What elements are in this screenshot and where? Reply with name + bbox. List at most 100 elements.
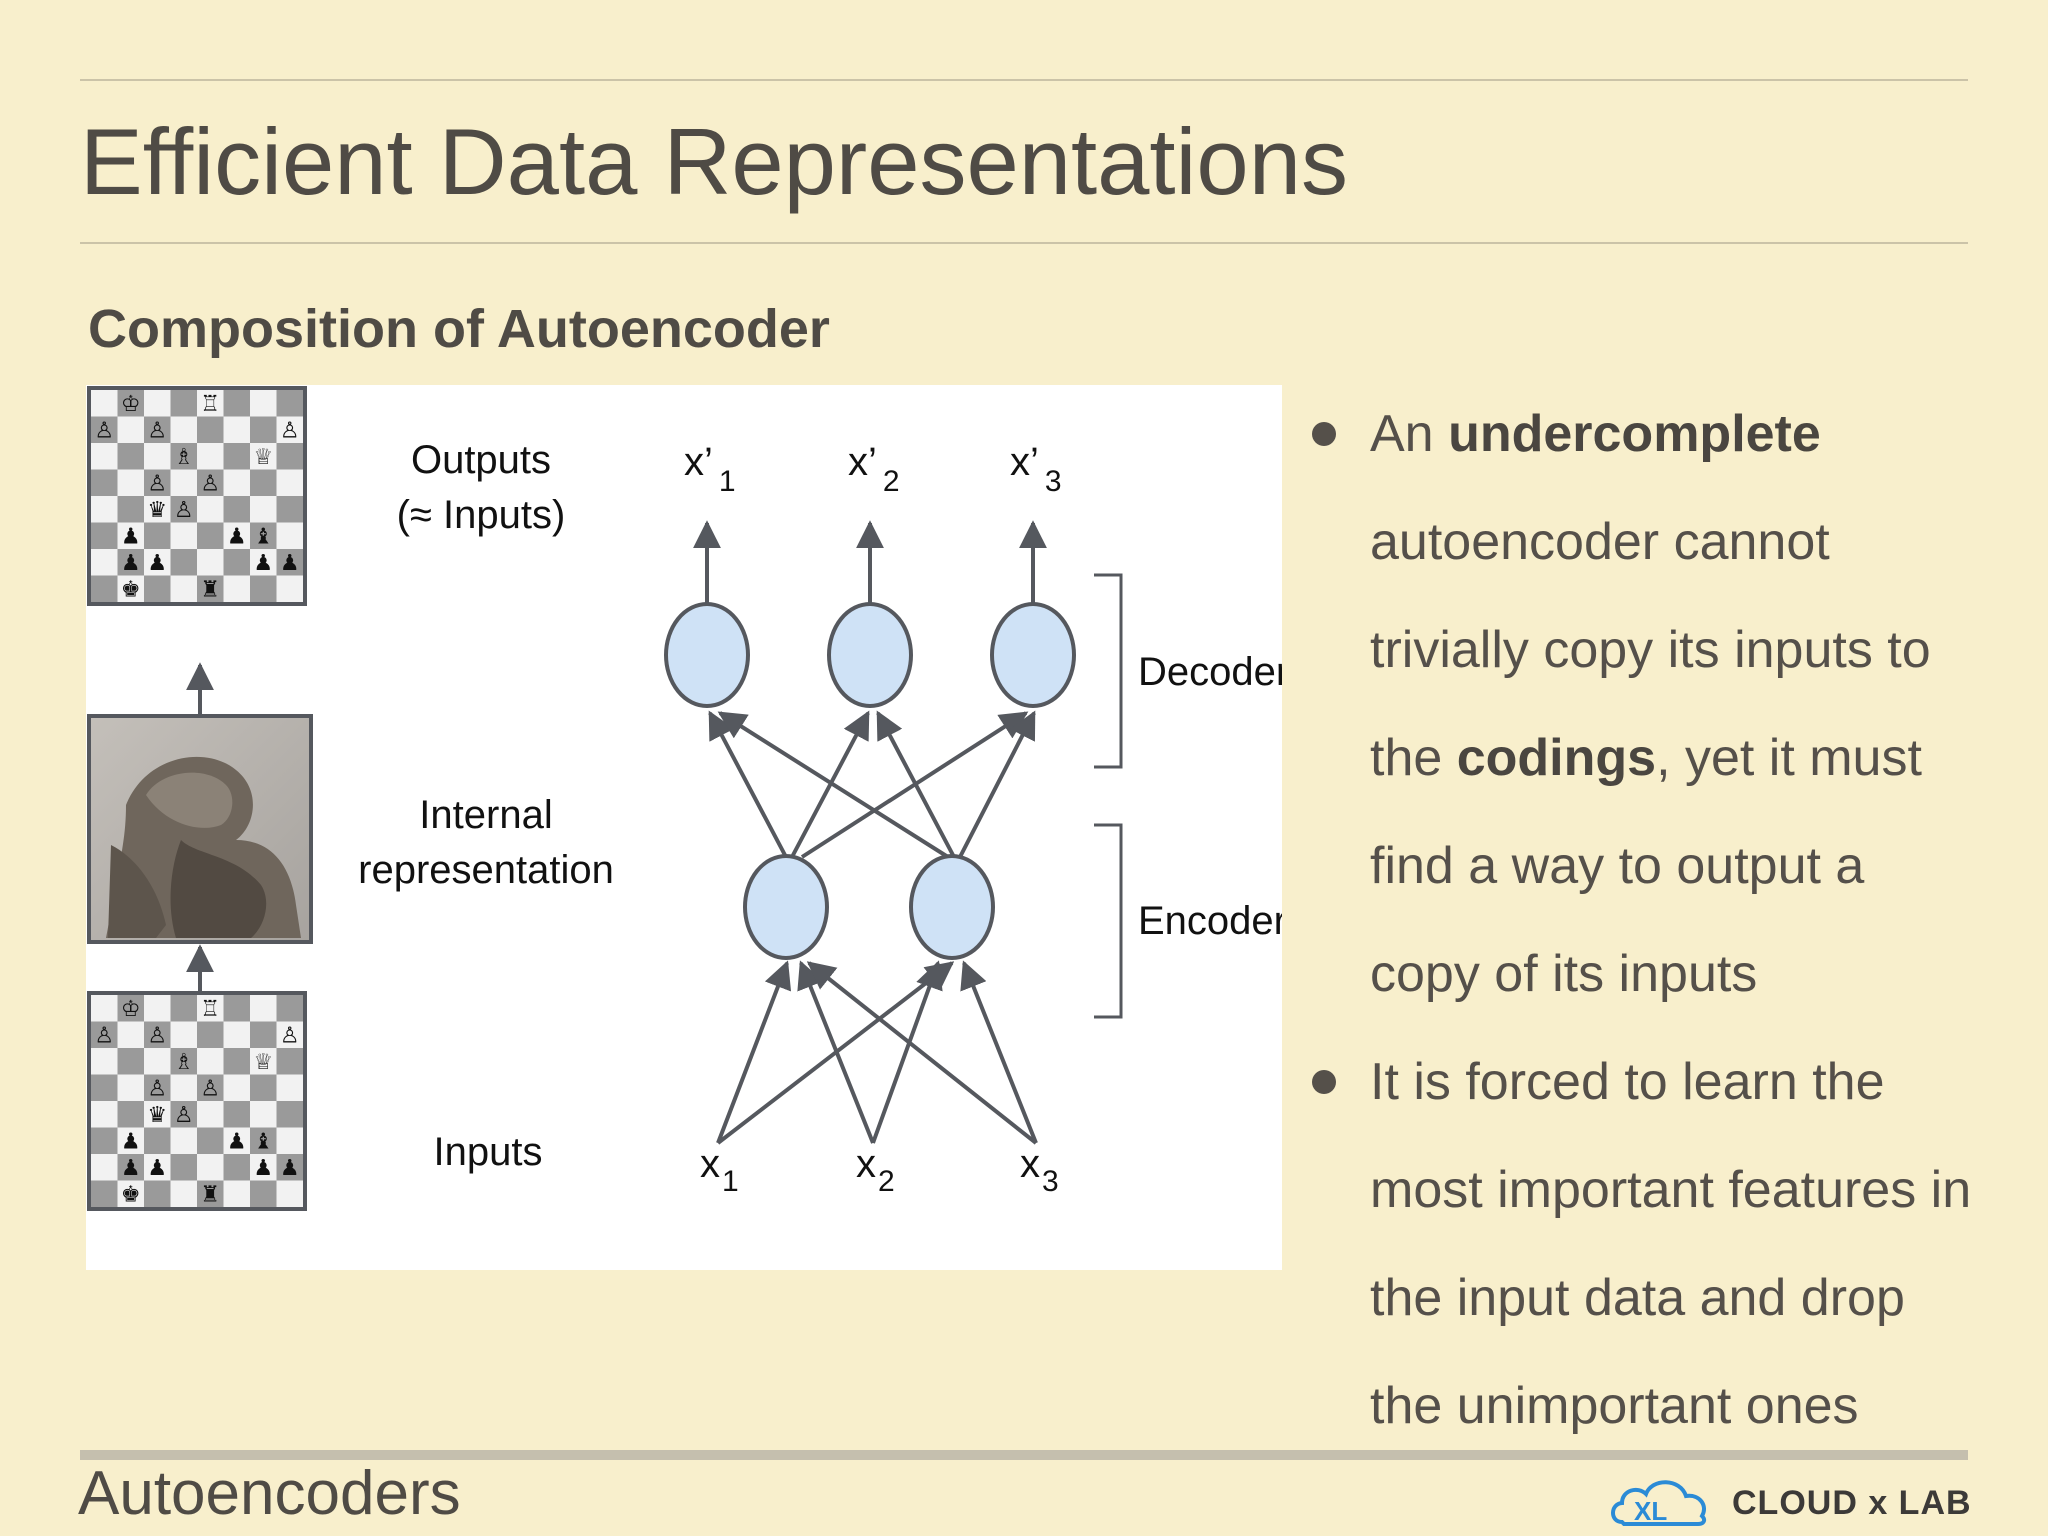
chess-square bbox=[276, 1021, 303, 1048]
output-arrows bbox=[693, 520, 1047, 603]
chess-square bbox=[117, 1021, 144, 1048]
chess-board-output: ♔♖♙♙♙♗♕♙♙♛♙♟♟♝♟♟♟♟♚♜ bbox=[87, 386, 307, 606]
chess-piece: ♖ bbox=[200, 997, 220, 1022]
chess-square bbox=[117, 469, 144, 496]
bullet-line: find a way to output a bbox=[1370, 812, 2038, 920]
decoder-bracket bbox=[1094, 573, 1123, 769]
hidden-node-1 bbox=[743, 854, 829, 960]
chess-square bbox=[144, 522, 171, 549]
text-segment: copy of its inputs bbox=[1370, 945, 1758, 1003]
decoder-connections bbox=[708, 710, 1036, 859]
input-node-labels: x1 x2 x3 bbox=[700, 1142, 1059, 1198]
chess-piece: ♙ bbox=[94, 419, 114, 444]
chess-square bbox=[250, 496, 277, 523]
svg-text:x’2: x’2 bbox=[848, 440, 900, 498]
chess-square bbox=[276, 443, 303, 470]
chess-square bbox=[197, 995, 224, 1022]
chess-square bbox=[170, 1074, 197, 1101]
chess-piece: ♙ bbox=[147, 472, 167, 497]
chess-square bbox=[144, 1074, 171, 1101]
chess-square bbox=[170, 390, 197, 417]
svg-text:x3: x3 bbox=[1020, 1142, 1059, 1198]
chess-square bbox=[276, 496, 303, 523]
bullet-line: the unimportant ones bbox=[1370, 1352, 2038, 1460]
chess-square bbox=[276, 390, 303, 417]
bullet-line: It is forced to learn the bbox=[1370, 1028, 2038, 1136]
chess-piece: ♔ bbox=[121, 392, 141, 417]
chess-square bbox=[170, 469, 197, 496]
chess-piece: ♟ bbox=[253, 551, 273, 576]
chess-square bbox=[250, 469, 277, 496]
chess-square bbox=[170, 496, 197, 523]
chess-square bbox=[223, 995, 250, 1022]
chess-square bbox=[276, 469, 303, 496]
chess-piece: ♚ bbox=[121, 1183, 141, 1208]
chess-square bbox=[250, 416, 277, 443]
output-node-3 bbox=[990, 602, 1076, 708]
chess-square bbox=[144, 575, 171, 602]
chess-square bbox=[117, 1180, 144, 1207]
chess-square bbox=[117, 1127, 144, 1154]
chess-square bbox=[91, 1154, 118, 1181]
chess-piece: ♝ bbox=[253, 525, 273, 550]
text-segment: trivially copy its inputs to bbox=[1370, 621, 1931, 679]
chess-square bbox=[144, 469, 171, 496]
top-rule bbox=[80, 79, 1968, 81]
chess-square bbox=[144, 496, 171, 523]
chess-square bbox=[144, 1048, 171, 1075]
chess-square bbox=[250, 995, 277, 1022]
autoencoder-figure: ♔♖♙♙♙♗♕♙♙♛♙♟♟♝♟♟♟♟♚♜ ♔♖♙♙♙♗♕♙♙♛♙♟♟♝♟♟♟♟♚… bbox=[86, 385, 1282, 1270]
output-node-2 bbox=[827, 602, 913, 708]
encoder-bracket bbox=[1094, 823, 1123, 1019]
chess-square bbox=[91, 995, 118, 1022]
chess-square bbox=[144, 1021, 171, 1048]
encoder-label: Encoder bbox=[1138, 899, 1282, 943]
chess-board-input: ♔♖♙♙♙♗♕♙♙♛♙♟♟♝♟♟♟♟♚♜ bbox=[87, 991, 307, 1211]
bullet-line: autoencoder cannot bbox=[1370, 488, 2038, 596]
chess-square bbox=[276, 1074, 303, 1101]
bullet-line: most important features in bbox=[1370, 1136, 2038, 1244]
chess-square bbox=[250, 1101, 277, 1128]
chess-square bbox=[197, 575, 224, 602]
chess-piece: ♙ bbox=[94, 1024, 114, 1049]
bullet-line: copy of its inputs bbox=[1370, 920, 2038, 1028]
chess-square bbox=[117, 443, 144, 470]
chess-square bbox=[276, 522, 303, 549]
chess-square bbox=[170, 522, 197, 549]
footer-rule bbox=[80, 1450, 1968, 1460]
chess-square bbox=[170, 1101, 197, 1128]
chess-square bbox=[197, 1180, 224, 1207]
chess-square bbox=[276, 995, 303, 1022]
chess-square bbox=[91, 575, 118, 602]
chess-square bbox=[170, 549, 197, 576]
chess-square bbox=[144, 549, 171, 576]
output-node-labels: x’1 x’2 x’3 bbox=[684, 440, 1062, 498]
hidden-layer-nodes bbox=[743, 854, 995, 960]
chess-square bbox=[91, 549, 118, 576]
svg-text:XL: XL bbox=[1634, 1496, 1667, 1526]
svg-text:x1: x1 bbox=[700, 1142, 739, 1198]
chess-piece: ♕ bbox=[253, 1050, 273, 1075]
chess-square bbox=[91, 443, 118, 470]
chess-piece: ♟ bbox=[253, 1156, 273, 1181]
chess-piece: ♕ bbox=[253, 445, 273, 470]
chess-square bbox=[117, 522, 144, 549]
text-segment: An bbox=[1370, 405, 1449, 463]
chess-piece: ♙ bbox=[280, 1024, 300, 1049]
chess-square bbox=[250, 1048, 277, 1075]
chess-piece: ♜ bbox=[200, 1183, 220, 1208]
chess-square bbox=[197, 1048, 224, 1075]
chess-square bbox=[144, 390, 171, 417]
chess-square bbox=[91, 1021, 118, 1048]
svg-text:x’1: x’1 bbox=[684, 440, 736, 498]
chess-square bbox=[223, 416, 250, 443]
chess-piece: ♟ bbox=[227, 525, 247, 550]
chess-piece: ♔ bbox=[121, 997, 141, 1022]
chess-square bbox=[170, 575, 197, 602]
chess-square bbox=[276, 1048, 303, 1075]
chess-piece: ♙ bbox=[147, 1024, 167, 1049]
svg-text:x’3: x’3 bbox=[1010, 440, 1062, 498]
text-segment: the input data and drop bbox=[1370, 1269, 1905, 1327]
chess-square bbox=[170, 995, 197, 1022]
